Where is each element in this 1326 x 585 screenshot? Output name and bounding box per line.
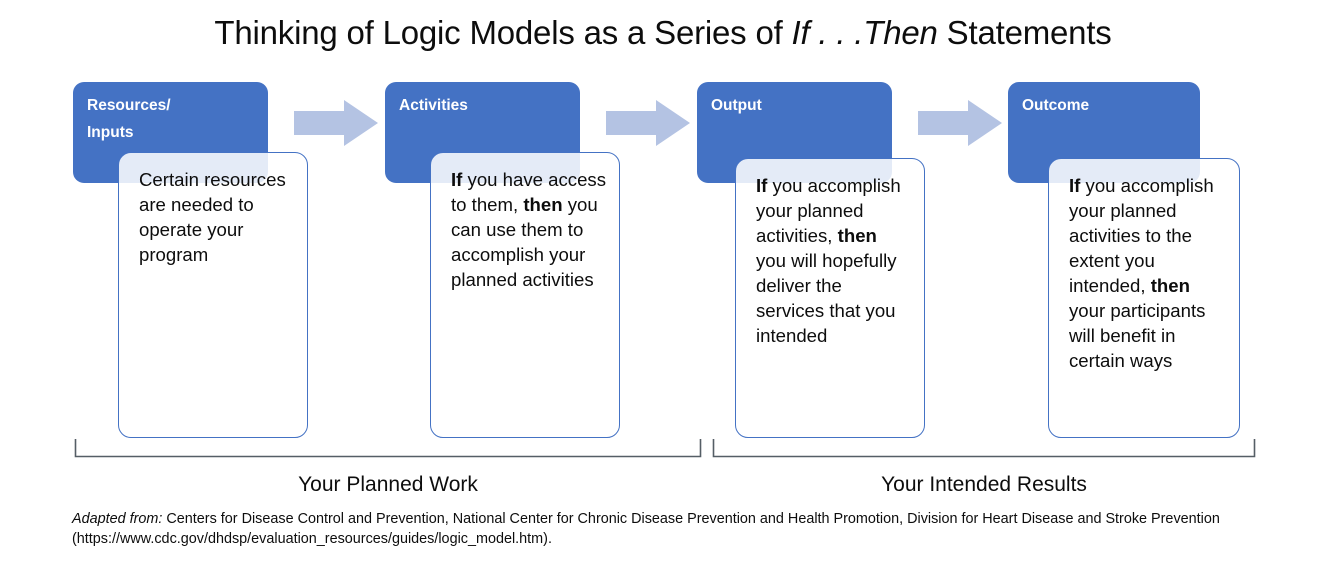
stage-label-outcome: Outcome [1022,97,1090,114]
bracket-intended-results [712,438,1256,458]
statement-card-outcome: If you accomplish your planned activitie… [1048,158,1240,438]
statement-card-resources: Certain resources are needed to operate … [118,152,308,438]
bracket-label-planned-work: Your Planned Work [298,473,478,496]
statement-text-outcome: If you accomplish your planned activitie… [1069,175,1214,371]
stage-label-output: Output [711,97,762,114]
statement-card-activities: If you have access to them, then you can… [430,152,620,438]
title-after: Statements [937,14,1112,51]
arrow-output-to-outcome [918,100,1002,146]
page-title: Thinking of Logic Models as a Series of … [0,14,1326,52]
statement-card-output: If you accomplish your planned activitie… [735,158,925,438]
bracket-planned-work [74,438,702,458]
footnote-rest: Centers for Disease Control and Preventi… [72,511,1220,548]
statement-text-activities: If you have access to them, then you can… [451,169,607,290]
footnote-emphasis: Adapted from: [72,511,163,527]
stage-label-activities: Activities [399,97,468,114]
title-before: Thinking of Logic Models as a Series of [214,14,792,51]
statement-text-output: If you accomplish your planned activitie… [756,175,901,346]
arrow-resources-to-activities [294,100,378,146]
arrow-activities-to-output [606,100,690,146]
statement-text-resources: Certain resources are needed to operate … [139,169,286,265]
stage-label-resources: Resources/ Inputs [87,97,171,141]
bracket-label-intended-results: Your Intended Results [881,473,1087,496]
source-footnote: Adapted from: Centers for Disease Contro… [72,509,1262,550]
title-emphasis: If . . .Then [791,14,938,51]
